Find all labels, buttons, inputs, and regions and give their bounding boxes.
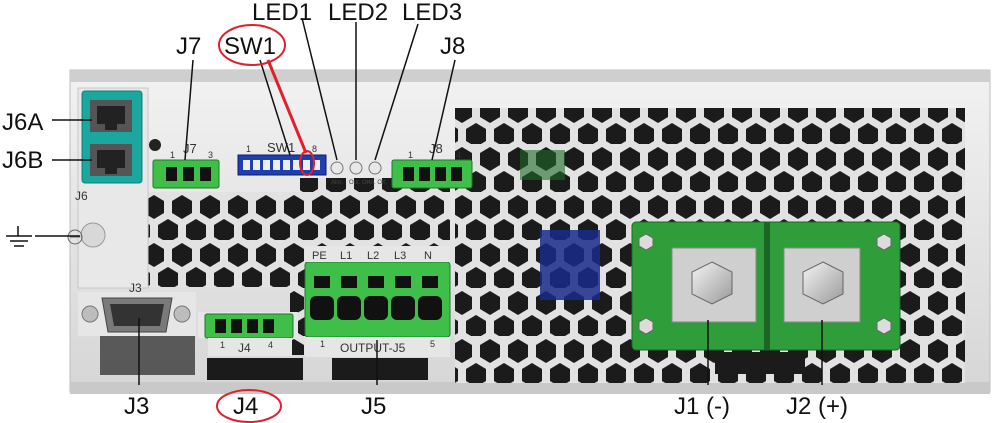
callout-j3: J3	[124, 393, 149, 420]
callout-j1: J1 (-)	[674, 393, 730, 420]
j5-label-l1: L1	[340, 250, 352, 262]
j7-screw	[149, 139, 161, 151]
callout-j5: J5	[361, 393, 386, 420]
callout-led2: LED2	[328, 0, 388, 26]
dc-output-terminal-board	[631, 221, 901, 351]
sw1-pin-first: 1	[246, 144, 251, 154]
led-label-in: In. OK	[369, 180, 386, 186]
j8-terminal-block	[391, 159, 473, 189]
j7-pin-first: 1	[170, 150, 175, 160]
j7-pin-last: 3	[208, 150, 213, 160]
j5-output-connector	[304, 261, 451, 338]
bottom-slots	[100, 335, 805, 380]
sw1-highlight-ellipse	[218, 24, 286, 66]
panel-label-j3: J3	[129, 281, 142, 295]
j5-pin-first: 1	[320, 339, 325, 349]
j8-pin-last: 4	[456, 150, 461, 160]
led-label-alm: Alm.	[331, 180, 343, 186]
ground-symbol	[6, 226, 32, 247]
callout-j8: J8	[440, 33, 465, 60]
j5-label-pe: PE	[312, 250, 327, 262]
sw1-dip-switch	[237, 154, 327, 176]
sw1-pin8-highlight	[299, 150, 315, 176]
ground-screw	[67, 222, 106, 248]
callout-led3: LED3	[402, 0, 462, 26]
j4-pin-first: 1	[220, 340, 225, 350]
j3-dsub-connector	[78, 292, 196, 336]
callout-j7: J7	[176, 33, 201, 60]
leader-lines	[35, 17, 823, 385]
internal-components	[520, 150, 600, 300]
j8-pin-first: 1	[408, 150, 413, 160]
callout-led1: LED1	[252, 0, 312, 26]
panel-label-j6: J6	[75, 189, 88, 203]
j6-rj45-connector	[81, 90, 143, 184]
callout-j4: J4	[233, 393, 258, 420]
panel-label-j4: J4	[238, 341, 251, 355]
callout-j6b: J6B	[2, 147, 43, 174]
j4-pin-last: 4	[268, 340, 273, 350]
callout-j2: J2 (+)	[786, 393, 848, 420]
sw1-highlight-line	[266, 59, 308, 154]
callout-sw1: SW1	[224, 33, 276, 60]
j4-terminal-block	[198, 312, 298, 339]
sw1-pin-last: 8	[312, 144, 317, 154]
j5-pin-last: 5	[430, 339, 435, 349]
panel-label-sw1: SW1	[267, 140, 295, 155]
callout-labels: LED1 LED2 LED3 SW1 J7 J8 J6A J6B J3 J4 J…	[2, 0, 848, 420]
status-leds	[330, 161, 382, 175]
callout-j6a: J6A	[2, 109, 43, 136]
j5-name: OUTPUT-J5	[340, 341, 406, 355]
j5-label-l3: L3	[394, 250, 406, 262]
j7-terminal-block	[152, 159, 220, 189]
j5-label-n: N	[424, 250, 432, 262]
led-label-out: Out. OK	[349, 180, 371, 186]
panel-label-j8: J8	[429, 141, 443, 156]
j4-highlight-ellipse	[216, 389, 282, 423]
j5-label-l2: L2	[367, 250, 379, 262]
